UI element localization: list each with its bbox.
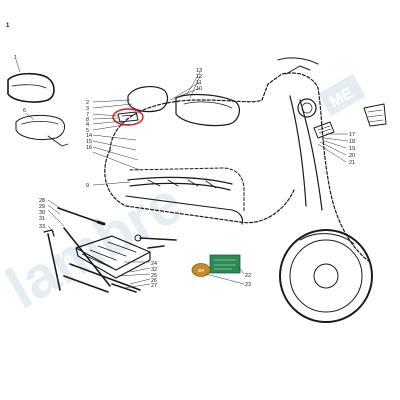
callout-5: 5 — [86, 128, 89, 134]
callout-21: 21 — [349, 160, 355, 166]
callout-24: 24 — [151, 261, 157, 267]
callout-33: 33 — [39, 224, 45, 230]
highlighted-part — [112, 108, 144, 126]
emblem-decal-icon: SV — [191, 263, 211, 277]
seat-base — [15, 114, 69, 147]
tail-lamp — [363, 103, 387, 127]
emblem-text: SV — [198, 268, 204, 273]
corner-mark: 1 — [6, 23, 10, 29]
callout-8: 8 — [86, 117, 89, 123]
callout-22: 22 — [245, 273, 251, 279]
callout-17: 17 — [349, 132, 355, 138]
callout-31: 31 — [39, 216, 45, 222]
callout-32: 32 — [151, 267, 157, 273]
callout-18: 18 — [349, 139, 355, 145]
scooter-body — [104, 57, 371, 263]
callout-numbers: 1 6 13 12 11 10 2 3 7 8 4 5 14 15 16 9 1… — [14, 55, 355, 289]
callout-12: 12 — [196, 74, 202, 80]
toolkit-tray-icon — [75, 235, 151, 279]
callout-30: 30 — [39, 210, 45, 216]
callout-13: 13 — [196, 68, 202, 74]
callout-6: 6 — [23, 108, 26, 114]
callout-26: 26 — [151, 278, 157, 284]
callout-10: 10 — [196, 86, 202, 92]
screwdriver — [57, 207, 106, 226]
callout-28: 28 — [39, 198, 45, 204]
callout-15: 15 — [86, 139, 92, 145]
callout-11: 11 — [196, 80, 202, 86]
callout-19: 19 — [349, 146, 355, 152]
headlamp-icon — [297, 98, 317, 118]
leader-lines — [15, 59, 349, 289]
callout-14: 14 — [86, 133, 92, 139]
callout-27: 27 — [151, 283, 157, 289]
callout-1: 1 — [14, 55, 17, 61]
callout-3: 3 — [86, 106, 89, 112]
seat-mounted-rear — [175, 93, 240, 127]
callout-16: 16 — [86, 145, 92, 151]
front-wheel — [279, 229, 373, 323]
callout-9: 9 — [86, 183, 89, 189]
legshield — [289, 95, 323, 211]
badge-decal-icon — [209, 254, 241, 274]
callout-2: 2 — [86, 100, 89, 106]
callout-4: 4 — [86, 122, 89, 128]
callout-25: 25 — [151, 273, 157, 279]
callout-7: 7 — [86, 112, 89, 118]
callout-20: 20 — [349, 153, 355, 159]
seat-side-view — [7, 72, 55, 103]
watermark-badge: ME — [318, 73, 366, 117]
seat-mounted-front — [127, 86, 169, 113]
callout-23: 23 — [245, 282, 251, 288]
horn-grille — [313, 121, 335, 139]
callout-29: 29 — [39, 204, 45, 210]
